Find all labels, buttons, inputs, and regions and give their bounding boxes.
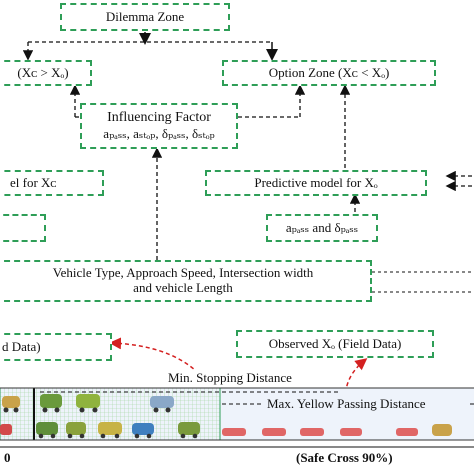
bottom-left-label: 0 <box>4 450 11 465</box>
vehicle <box>66 422 86 439</box>
left-zone-box: (Xᴄ > Xₒ) <box>0 60 92 86</box>
dilemma-zone-box: Dilemma Zone <box>60 3 230 31</box>
vehicle-factors-line1: Vehicle Type, Approach Speed, Intersecti… <box>52 265 314 281</box>
observed-label: Observed Xₒ (Field Data) <box>268 335 402 351</box>
vehicle <box>432 424 452 436</box>
green-grid-zone <box>0 387 221 441</box>
vehicle <box>40 394 62 413</box>
red-arrow-to-observed <box>344 358 368 401</box>
vehicle <box>222 428 246 436</box>
vehicle <box>150 396 174 413</box>
vehicle <box>76 394 100 413</box>
vehicle <box>340 428 362 436</box>
left-zone-label: (Xᴄ > Xₒ) <box>17 64 69 80</box>
vehicle <box>300 428 324 436</box>
vehicle <box>262 428 286 436</box>
pass-params-label: aₚₐₛₛ and δₚₐₛₛ <box>285 219 359 235</box>
left-data-label: d Data) <box>2 338 41 354</box>
min-stopping-label: Min. Stopping Distance <box>165 370 295 386</box>
vehicle-factors-box: Vehicle Type, Approach Speed, Intersecti… <box>0 260 372 302</box>
predictive-model-label: Predictive model for Xₒ <box>254 174 378 190</box>
max-yellow-label: Max. Yellow Passing Distance <box>264 396 429 412</box>
dilemma-zone-label: Dilemma Zone <box>105 8 185 24</box>
influencing-factor-title: Influencing Factor <box>107 110 211 126</box>
vehicle <box>0 424 12 435</box>
vehicle <box>178 422 200 439</box>
left-model-label: el for Xᴄ <box>10 174 57 190</box>
influencing-factor-params: aₚₐₛₛ, aₛₜₒₚ, δₚₐₛₛ, δₛₜₒₚ <box>103 125 215 141</box>
left-small-box <box>0 214 46 242</box>
left-model-box: el for Xᴄ <box>0 170 104 196</box>
vehicle-factors-line2: and vehicle Length <box>133 280 233 295</box>
left-data-box: d Data) <box>0 333 112 361</box>
vehicle <box>36 422 58 439</box>
option-zone-label: Option Zone (Xᴄ < Xₒ) <box>268 64 390 80</box>
bottom-right-label: (Safe Cross 90%) <box>296 450 393 465</box>
observed-box: Observed Xₒ (Field Data) <box>236 330 434 358</box>
vehicle <box>132 423 154 439</box>
influencing-factor-box: Influencing Factor aₚₐₛₛ, aₛₜₒₚ, δₚₐₛₛ, … <box>80 103 238 149</box>
option-zone-box: Option Zone (Xᴄ < Xₒ) <box>222 60 436 86</box>
vehicle <box>396 428 418 436</box>
vehicle <box>98 422 122 439</box>
vehicle <box>2 396 20 413</box>
pass-params-box: aₚₐₛₛ and δₚₐₛₛ <box>266 214 378 242</box>
predictive-model-box: Predictive model for Xₒ <box>205 170 427 196</box>
